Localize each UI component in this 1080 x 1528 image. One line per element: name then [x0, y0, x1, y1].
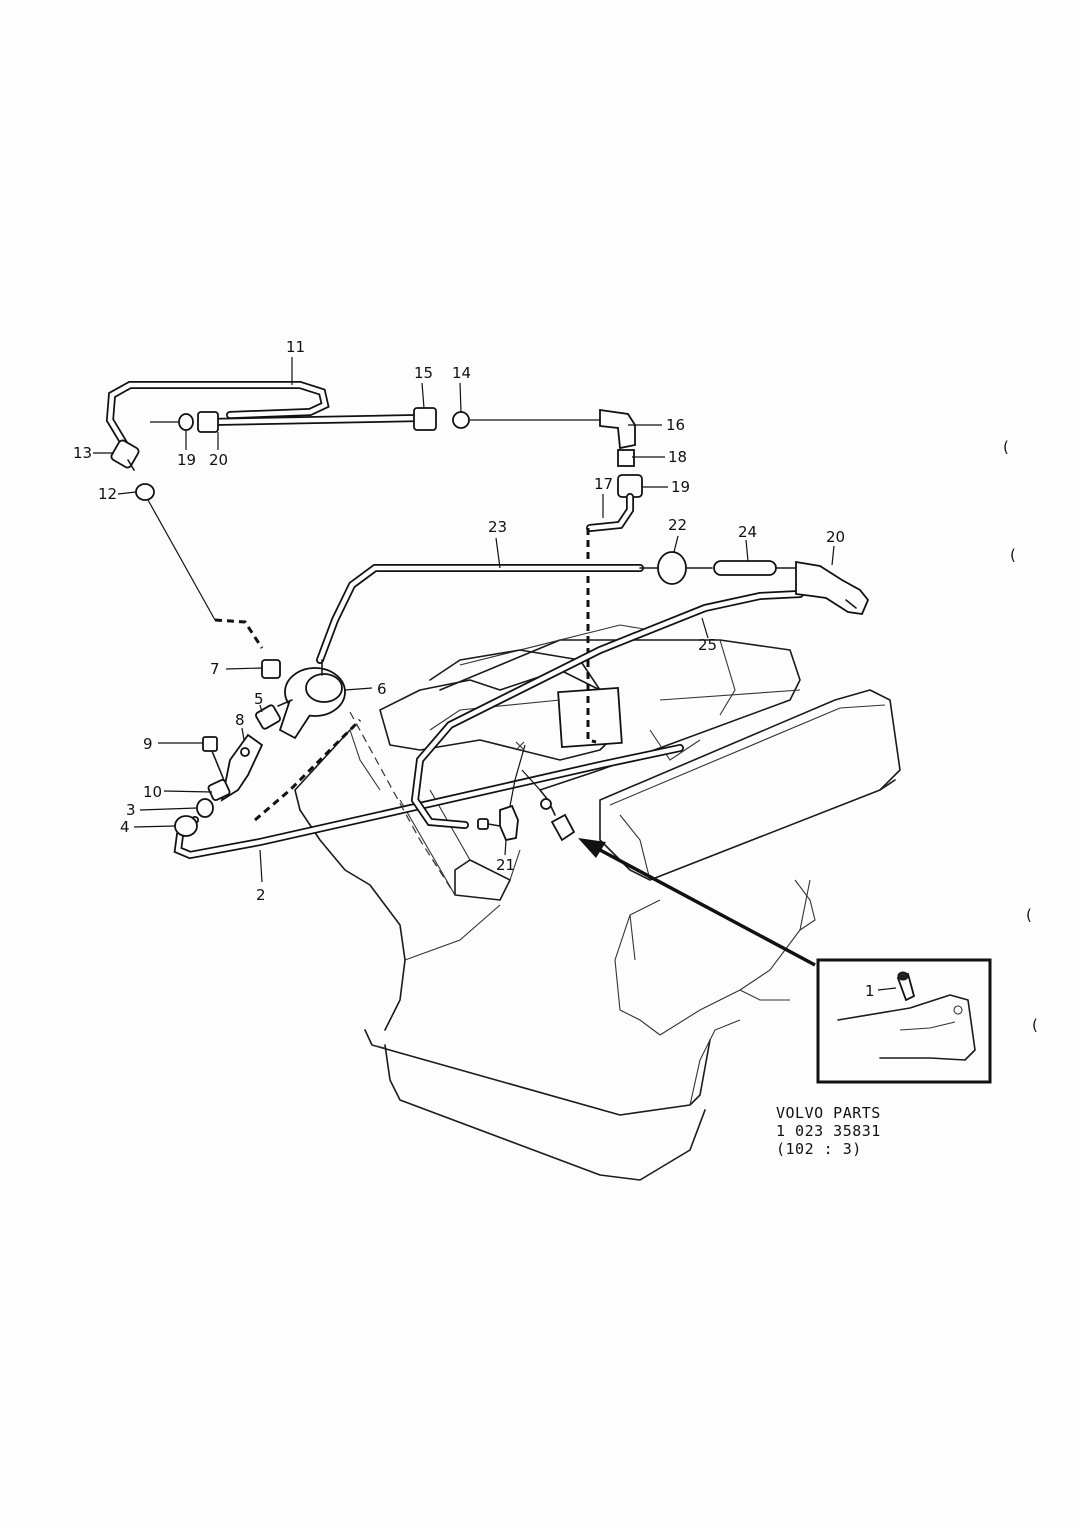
callout-20-right: 20	[826, 528, 845, 546]
dashed-route-block	[349, 711, 456, 896]
callout-19-upper: 19	[177, 451, 196, 469]
callout-14: 14	[452, 364, 471, 382]
fitting-10	[207, 779, 231, 801]
hose-23	[316, 564, 644, 664]
callout-4: 4	[120, 818, 130, 836]
leader-lines	[93, 357, 897, 991]
nut-19-upper	[178, 413, 194, 431]
fitting-18	[617, 449, 635, 467]
dashed-route-17	[586, 528, 597, 744]
dashed-route-12-7	[147, 499, 264, 649]
callout-6: 6	[377, 680, 387, 698]
fitting-4	[174, 815, 198, 837]
fitting-3	[196, 798, 214, 818]
pressure-regulator-6	[278, 659, 346, 740]
hose-11	[105, 381, 330, 454]
callout-20-upper: 20	[209, 451, 228, 469]
engine-block-outline	[294, 624, 901, 1181]
callout-5: 5	[254, 690, 264, 708]
callout-11: 11	[286, 338, 305, 356]
fitting-14	[452, 411, 470, 429]
pipe-20-upper	[206, 414, 424, 426]
caption-line-1: VOLVO PARTS	[776, 1104, 881, 1122]
callout-labels: 11 15 14 16 18 19 17 23 22 24 20 25 13 1…	[73, 338, 875, 1000]
callout-23: 23	[488, 518, 507, 536]
margin-mark: (	[1032, 1016, 1038, 1034]
bracket-8	[220, 733, 264, 802]
elbow-17	[586, 493, 634, 532]
callout-1: 1	[865, 982, 875, 1000]
callout-25: 25	[698, 636, 717, 654]
caption-line-3: (102 : 3)	[776, 1140, 862, 1158]
caption-line-2: 1 023 35831	[776, 1122, 881, 1140]
callout-17: 17	[594, 475, 613, 493]
callout-19-right: 19	[671, 478, 690, 496]
callout-7: 7	[210, 660, 220, 678]
callout-8: 8	[235, 711, 245, 729]
detail-inset	[816, 958, 992, 1084]
fitting-15	[413, 407, 437, 431]
fitting-7	[261, 659, 281, 679]
hose-25	[410, 590, 804, 829]
callout-21: 21	[496, 856, 515, 874]
nut-20-upper	[197, 411, 219, 433]
margin-mark: (	[1026, 906, 1032, 924]
dashed-route-5	[254, 718, 362, 822]
fitting-13	[110, 439, 140, 471]
callout-18: 18	[668, 448, 687, 466]
callout-10: 10	[143, 783, 162, 801]
fitting-21	[477, 741, 526, 842]
callout-15: 15	[414, 364, 433, 382]
fitting-12	[135, 483, 155, 501]
callout-12: 12	[98, 485, 117, 503]
margin-mark: (	[1010, 546, 1016, 564]
callout-16: 16	[666, 416, 685, 434]
margin-marks: ( ( ( (	[1003, 438, 1038, 1034]
elbow-16	[599, 408, 636, 450]
parts-caption: VOLVO PARTS 1 023 35831 (102 : 3)	[776, 1104, 881, 1158]
margin-mark: (	[1003, 438, 1009, 456]
callout-22: 22	[668, 516, 687, 534]
sensor-1-on-engine	[521, 769, 576, 842]
callout-2: 2	[256, 886, 266, 904]
pointer-arrow	[578, 838, 816, 967]
hose-24	[713, 560, 801, 576]
callout-3: 3	[126, 801, 136, 819]
callout-9: 9	[143, 735, 153, 753]
valve-20-right	[795, 560, 870, 615]
vacuum-pipe-2	[173, 744, 684, 860]
callout-13: 13	[73, 444, 92, 462]
filter-22	[639, 551, 713, 585]
callout-24: 24	[738, 523, 757, 541]
